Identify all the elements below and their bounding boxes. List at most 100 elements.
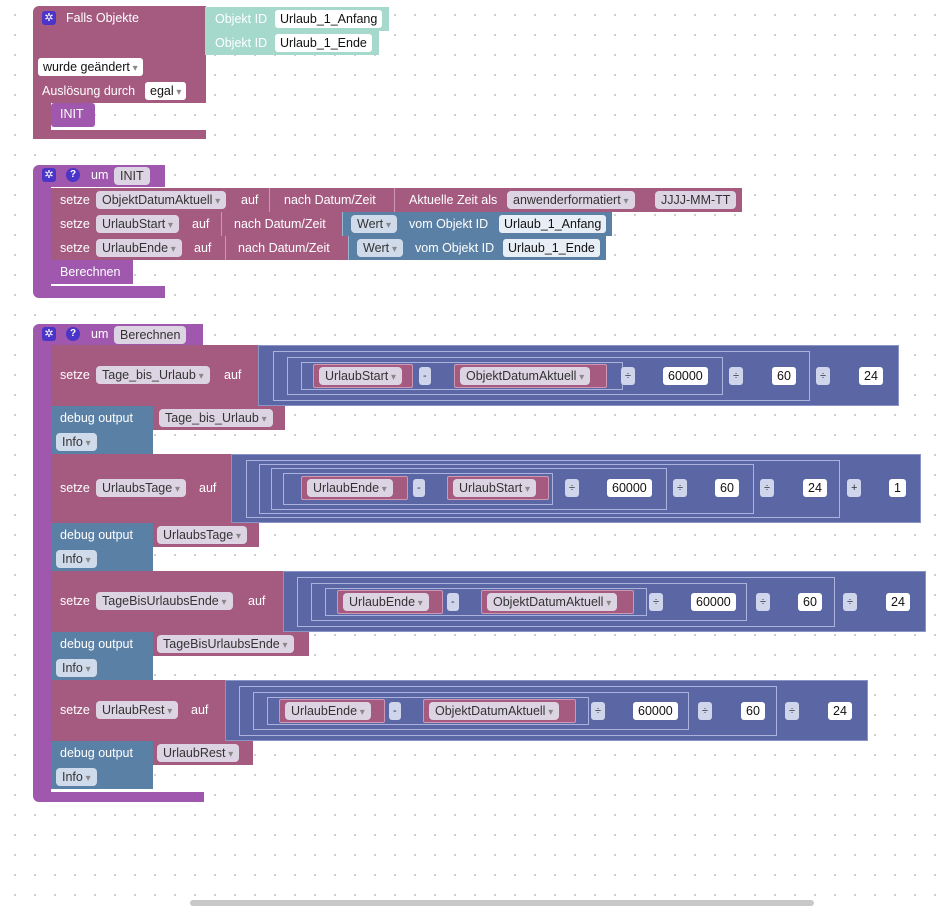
object-id-field[interactable]: Urlaub_1_Ende: [503, 239, 600, 257]
object-id-block-1[interactable]: Objekt ID Urlaub_1_Anfang: [205, 7, 389, 31]
variable-dropdown[interactable]: TageBisUrlaubsEnde: [157, 635, 294, 653]
variable-dropdown[interactable]: UrlaubEnde: [96, 239, 182, 257]
variable-dropdown[interactable]: Tage_bis_Urlaub: [159, 409, 273, 427]
set-variable-row[interactable]: setze UrlaubEnde auf nach Datum/Zeit Wer…: [51, 236, 613, 260]
trigger-block[interactable]: ✲ Falls Objekte wurde geändert Auslösung…: [33, 6, 206, 139]
minus-operator[interactable]: -: [447, 593, 459, 611]
format-dropdown[interactable]: anwenderformatiert: [507, 191, 635, 209]
divide-operator[interactable]: ÷: [698, 702, 713, 720]
to-label: auf: [224, 368, 242, 382]
gear-icon[interactable]: ✲: [42, 168, 56, 182]
log-level-dropdown[interactable]: Info: [56, 433, 97, 451]
object-id-field[interactable]: Urlaub_1_Ende: [275, 34, 372, 52]
call-init-block[interactable]: INIT: [51, 103, 95, 127]
number-field[interactable]: 60: [715, 479, 739, 497]
set-variable-row[interactable]: setze TageBisUrlaubsEnde auf UrlaubEnde …: [51, 571, 926, 632]
object-value-block[interactable]: Wert vom Objekt ID Urlaub_1_Anfang: [342, 212, 612, 236]
value-dropdown[interactable]: Wert: [357, 239, 403, 257]
gear-icon[interactable]: ✲: [42, 327, 56, 341]
init-function-block[interactable]: ✲ ? um INIT setze ObjektDatumAktuell auf…: [33, 165, 742, 298]
divide-operator[interactable]: ÷: [591, 702, 606, 720]
number-field[interactable]: 24: [803, 479, 827, 497]
log-level-dropdown[interactable]: Info: [56, 550, 97, 568]
variable-dropdown[interactable]: UrlaubStart: [319, 367, 403, 385]
variable-dropdown[interactable]: UrlaubEnde: [307, 479, 393, 497]
set-label: setze: [60, 594, 90, 608]
variable-dropdown[interactable]: UrlaubRest: [157, 744, 240, 762]
variable-dropdown[interactable]: ObjektDatumAktuell: [460, 367, 591, 385]
log-level-dropdown[interactable]: Info: [56, 768, 97, 786]
debug-output-block[interactable]: debug output UrlaubRest Info: [51, 741, 253, 789]
variable-dropdown[interactable]: UrlaubEnde: [285, 702, 371, 720]
number-field[interactable]: 60: [798, 593, 822, 611]
debug-output-block[interactable]: debug output TageBisUrlaubsEnde Info: [51, 632, 309, 680]
format-pattern-field[interactable]: JJJJ-MM-TT: [655, 191, 737, 209]
condition-dropdown[interactable]: wurde geändert: [38, 58, 143, 76]
divide-operator[interactable]: ÷: [785, 702, 800, 720]
number-field[interactable]: 24: [828, 702, 852, 720]
number-field[interactable]: 60: [741, 702, 765, 720]
object-value-block[interactable]: Wert vom Objekt ID Urlaub_1_Ende: [348, 236, 606, 260]
object-id-field[interactable]: Urlaub_1_Anfang: [275, 10, 383, 28]
log-level-dropdown[interactable]: Info: [56, 659, 97, 677]
variable-dropdown[interactable]: ObjektDatumAktuell: [96, 191, 227, 209]
number-field[interactable]: 60000: [607, 479, 652, 497]
variable-dropdown[interactable]: UrlaubsTage: [96, 479, 186, 497]
set-variable-row[interactable]: setze Tage_bis_Urlaub auf UrlaubStart - …: [51, 345, 899, 406]
number-field[interactable]: 60000: [691, 593, 736, 611]
divide-operator[interactable]: ÷: [621, 367, 636, 385]
horizontal-scrollbar[interactable]: [190, 900, 814, 906]
debug-label: debug output: [60, 411, 133, 425]
divide-operator[interactable]: ÷: [843, 593, 858, 611]
variable-dropdown[interactable]: UrlaubStart: [96, 215, 180, 233]
number-field[interactable]: 24: [859, 367, 883, 385]
convert-block[interactable]: nach Datum/Zeit Wert vom Objekt ID Urlau…: [221, 212, 612, 236]
minus-operator[interactable]: -: [419, 367, 431, 385]
variable-dropdown[interactable]: TageBisUrlaubsEnde: [96, 592, 233, 610]
minus-operator[interactable]: -: [389, 702, 401, 720]
number-field[interactable]: 60000: [633, 702, 678, 720]
set-label: setze: [60, 241, 90, 255]
variable-dropdown[interactable]: ObjektDatumAktuell: [487, 593, 618, 611]
variable-dropdown[interactable]: ObjektDatumAktuell: [429, 702, 560, 720]
variable-dropdown[interactable]: Tage_bis_Urlaub: [96, 366, 210, 384]
trigger-dropdown[interactable]: egal: [145, 82, 187, 100]
divide-operator[interactable]: ÷: [649, 593, 664, 611]
divide-operator[interactable]: ÷: [756, 593, 771, 611]
convert-block[interactable]: nach Datum/Zeit Aktuelle Zeit als anwend…: [269, 188, 742, 212]
number-field[interactable]: 1: [889, 479, 906, 497]
set-variable-row[interactable]: setze UrlaubStart auf nach Datum/Zeit We…: [51, 212, 613, 236]
divide-operator[interactable]: ÷: [760, 479, 775, 497]
set-variable-row[interactable]: setze ObjektDatumAktuell auf nach Datum/…: [51, 188, 742, 212]
help-icon[interactable]: ?: [66, 327, 80, 341]
call-berechnen-block[interactable]: Berechnen: [51, 260, 133, 284]
divide-operator[interactable]: ÷: [673, 479, 688, 497]
number-field[interactable]: 24: [886, 593, 910, 611]
variable-dropdown[interactable]: UrlaubRest: [96, 701, 179, 719]
debug-output-block[interactable]: debug output UrlaubsTage Info: [51, 523, 259, 571]
plus-operator[interactable]: +: [847, 479, 862, 497]
set-variable-row[interactable]: setze UrlaubsTage auf UrlaubEnde - Urlau…: [51, 454, 921, 523]
current-time-block[interactable]: Aktuelle Zeit als anwenderformatiert JJJ…: [394, 188, 742, 212]
set-variable-row[interactable]: setze UrlaubRest auf UrlaubEnde - Objekt…: [51, 680, 868, 741]
object-id-field[interactable]: Urlaub_1_Anfang: [499, 215, 607, 233]
variable-dropdown[interactable]: UrlaubEnde: [343, 593, 429, 611]
object-id-block-2[interactable]: Objekt ID Urlaub_1_Ende: [205, 31, 379, 55]
help-icon[interactable]: ?: [66, 168, 80, 182]
minus-operator[interactable]: -: [413, 479, 425, 497]
calc-function-block[interactable]: ✲ ? um Berechnen: [33, 324, 928, 802]
divide-operator[interactable]: ÷: [729, 367, 744, 385]
divide-operator[interactable]: ÷: [816, 367, 831, 385]
divide-operator[interactable]: ÷: [565, 479, 580, 497]
value-dropdown[interactable]: Wert: [351, 215, 397, 233]
number-field[interactable]: 60000: [663, 367, 708, 385]
convert-block[interactable]: nach Datum/Zeit Wert vom Objekt ID Urlau…: [225, 236, 606, 260]
gear-icon[interactable]: ✲: [42, 11, 56, 25]
variable-dropdown[interactable]: UrlaubStart: [453, 479, 537, 497]
variable-dropdown[interactable]: UrlaubsTage: [157, 526, 247, 544]
debug-output-block[interactable]: debug output Tage_bis_Urlaub Info: [51, 406, 285, 454]
number-field[interactable]: 60: [772, 367, 796, 385]
function-name-field[interactable]: INIT: [114, 167, 150, 185]
current-time-label: Aktuelle Zeit als: [409, 193, 498, 207]
function-name-field[interactable]: Berechnen: [114, 326, 187, 344]
